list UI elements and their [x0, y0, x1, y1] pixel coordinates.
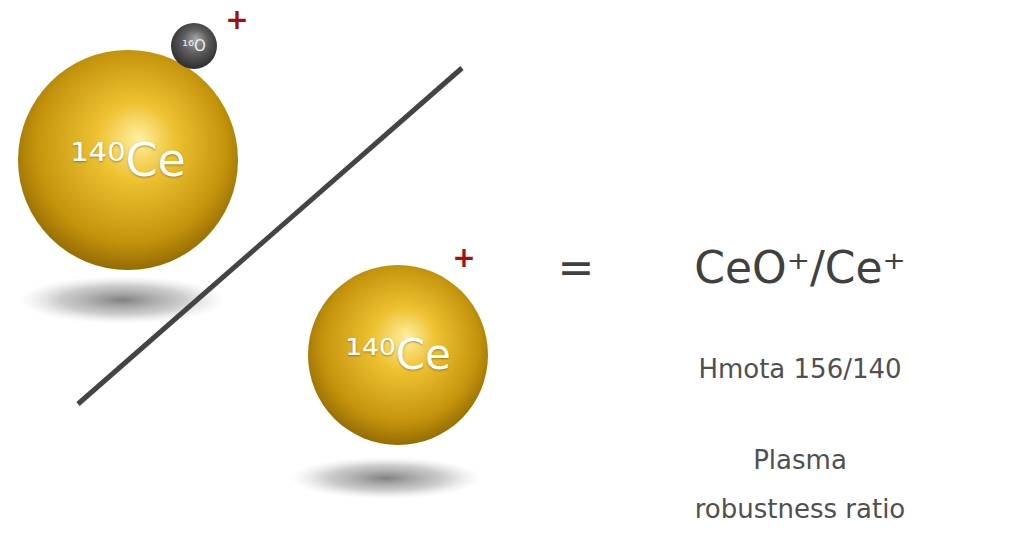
- charge-sign: +: [452, 242, 475, 274]
- charge-sign: +: [225, 4, 248, 36]
- atom-symbol: ¹⁴⁰Ce: [70, 135, 186, 186]
- sphere-shadow: [290, 457, 482, 499]
- ratio-name: Plasma robustness ratio: [680, 436, 920, 535]
- sphere-fill: [18, 50, 238, 270]
- atom-symbol: ¹⁴⁰Ce: [345, 332, 451, 378]
- isotope-masses: Hmota 156/140: [698, 355, 901, 385]
- node-body: ¹⁶O: [171, 23, 217, 69]
- node-body: ¹⁴⁰Ce: [18, 50, 238, 270]
- oxygen-atom: ¹⁶O: [171, 23, 217, 69]
- cerium-atom: ¹⁴⁰Ce: [18, 50, 238, 270]
- equals-sign: =: [558, 243, 595, 294]
- sphere-fill: [308, 265, 488, 445]
- cerium-atom: ¹⁴⁰Ce: [308, 265, 488, 445]
- node-body: ¹⁴⁰Ce: [308, 265, 488, 445]
- atom-symbol: ¹⁶O: [182, 38, 206, 55]
- ratio-formula: CeO⁺/Ce⁺: [694, 243, 906, 294]
- sphere-fill: [171, 23, 217, 69]
